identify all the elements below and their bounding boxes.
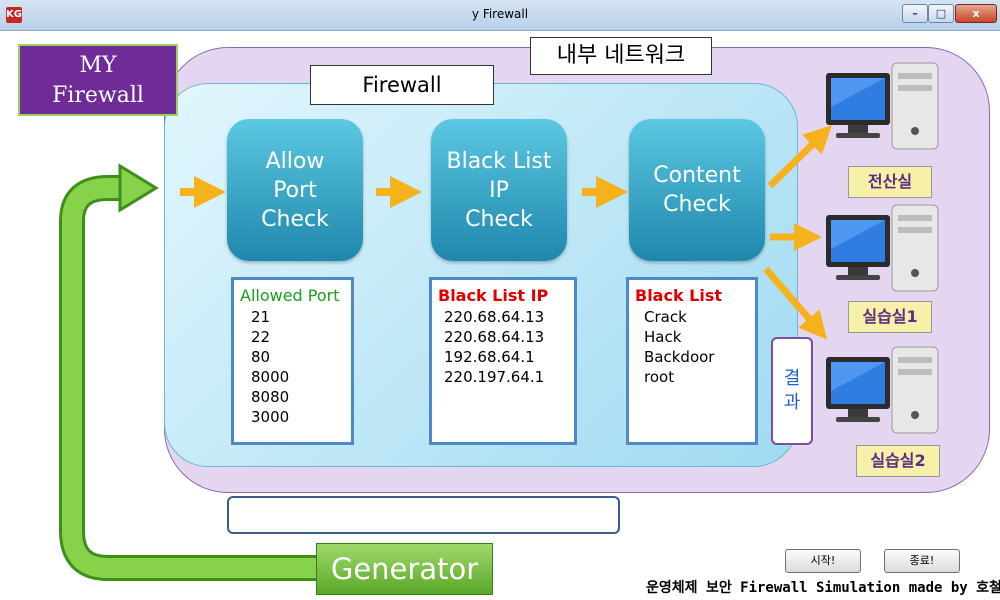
black-list-ip-list: Black List IP 220.68.64.13 220.68.64.13 … [429,277,577,445]
window-title: y Firewall [471,7,529,21]
list-item: 220.68.64.13 [444,308,545,326]
internal-network-label: 내부 네트워크 [530,37,712,75]
flow-arrows [59,125,832,581]
room-label-practice-room-2: 실습실2 [856,445,940,477]
end-button[interactable]: 종료! [884,549,960,573]
list-item: root [644,368,675,386]
list-item: 22 [251,328,271,346]
my-firewall-logo: MY Firewall [18,44,178,116]
loop-arrow-icon [59,163,316,581]
logo-line-1: MY [79,53,117,78]
close-button[interactable]: x [955,4,997,23]
list-item: Backdoor [644,348,715,366]
title-bar: KG y Firewall – □ x [0,0,1000,31]
minimize-button[interactable]: – [902,4,928,23]
black-list-ip-title: Black List IP [438,286,549,305]
firewall-label: Firewall [310,65,494,105]
black-list-ip-check-label: Black List IP Check [446,148,552,232]
credit-text: 운영체제 보안 Firewall Simulation made by 호철 [646,580,1000,596]
allowed-port-title: Allowed Port [240,286,340,305]
arrow-right-icon [767,125,832,189]
maximize-button[interactable]: □ [928,4,954,23]
arrow-right-icon [763,266,828,340]
black-list-ip-check-node: Black List IP Check [431,119,567,261]
generator-button[interactable]: Generator [316,543,493,595]
black-list-content-list: Black List Crack Hack Backdoor root [626,277,758,445]
result-label: 결 과 [783,368,801,413]
list-item: 8080 [251,388,290,406]
list-item: 220.68.64.13 [444,328,545,346]
allow-port-check-node: Allow Port Check [227,119,363,261]
list-item: 8000 [251,368,290,386]
allow-port-check-label: Allow Port Check [261,148,329,232]
room-label-practice-room-1: 실습실1 [848,301,932,333]
list-item: 80 [251,348,271,366]
room-label-computer-lab: 전산실 [848,166,932,198]
list-item: 220.197.64.1 [444,368,545,386]
computer-icon [826,204,939,292]
logo-line-2: Firewall [52,83,144,108]
start-button[interactable]: 시작! [785,549,861,573]
list-item: Hack [644,328,682,346]
simulation-canvas: 내부 네트워크 Firewall MY Firewall Allow Port … [0,31,1000,600]
computer-icon [826,62,939,150]
content-check-node: Content Check [629,119,765,261]
status-field[interactable] [227,496,620,534]
computer-icon [826,346,939,434]
allowed-port-list: Allowed Port 21 22 80 8000 8080 3000 [231,277,354,445]
content-check-label: Content Check [653,163,741,217]
black-list-title: Black List [635,286,723,305]
list-item: 192.68.64.1 [444,348,535,366]
list-item: 21 [251,308,271,326]
list-item: Crack [644,308,687,326]
result-box: 결 과 [771,337,813,445]
app-icon: KG [6,7,22,23]
list-item: 3000 [251,408,290,426]
